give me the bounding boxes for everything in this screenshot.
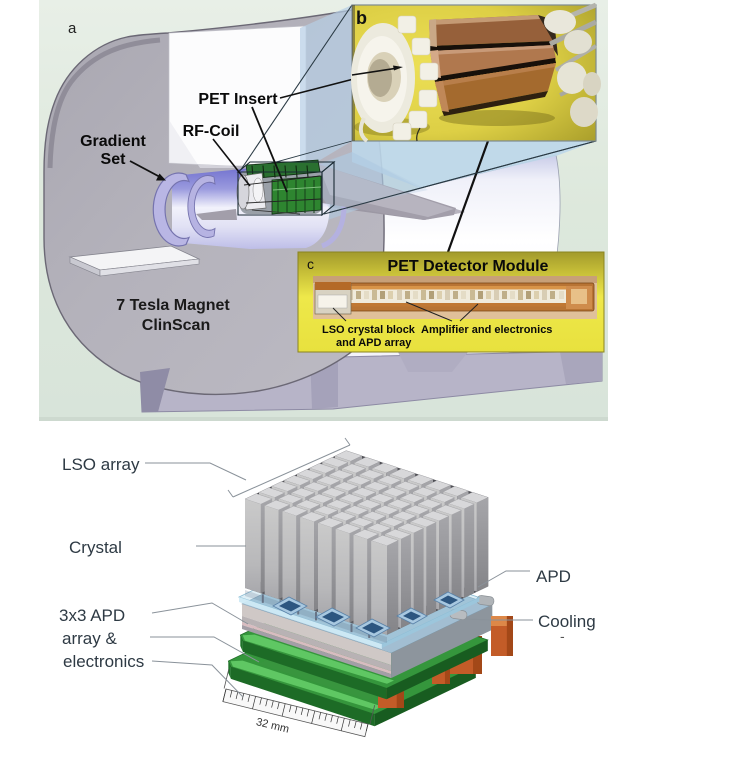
svg-text:PET Insert: PET Insert (198, 91, 278, 108)
svg-text:array &: array & (62, 629, 117, 648)
svg-text:electronics: electronics (63, 652, 144, 671)
svg-text:c: c (307, 256, 314, 272)
svg-text:LSO crystal block: LSO crystal block (322, 324, 416, 336)
svg-text:7 Tesla Magnet: 7 Tesla Magnet (116, 297, 230, 314)
svg-text:Set: Set (101, 151, 127, 168)
svg-text:3x3 APD: 3x3 APD (59, 606, 125, 625)
svg-text:32 mm: 32 mm (255, 716, 291, 736)
svg-text:-: - (560, 628, 565, 644)
svg-text:b: b (356, 8, 367, 28)
svg-text:a: a (68, 20, 77, 37)
svg-text:RF-Coil: RF-Coil (183, 123, 240, 140)
svg-text:ClinScan: ClinScan (142, 317, 210, 334)
svg-text:Amplifier and electronics: Amplifier and electronics (421, 324, 552, 336)
svg-text:Gradient: Gradient (80, 133, 146, 150)
svg-text:and APD array: and APD array (336, 337, 412, 349)
svg-text:APD: APD (536, 567, 571, 586)
svg-text:Crystal: Crystal (69, 538, 122, 557)
svg-text:Cooling: Cooling (538, 612, 596, 631)
svg-text:LSO array: LSO array (62, 455, 140, 474)
svg-text:PET Detector Module: PET Detector Module (388, 258, 549, 275)
